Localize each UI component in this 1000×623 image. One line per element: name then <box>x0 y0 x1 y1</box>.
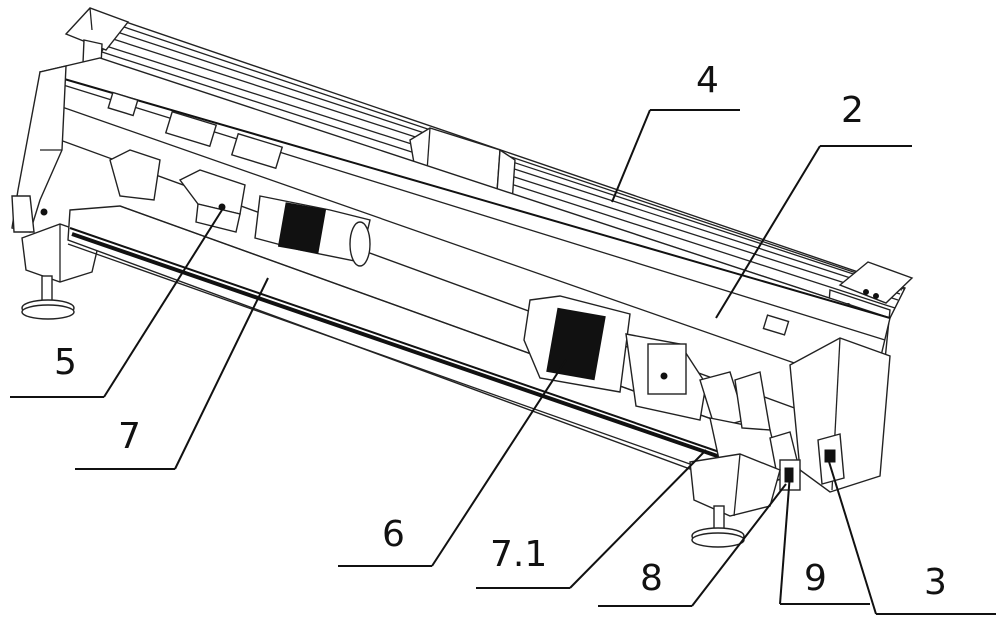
reference-numerals: 4 2 5 7 6 7.1 8 9 3 <box>54 60 947 603</box>
leader-lines <box>10 109 996 615</box>
leader-4 <box>611 109 651 203</box>
label-7-1: 7.1 <box>490 534 547 575</box>
label-2: 2 <box>841 90 864 131</box>
leader-2 <box>715 145 821 319</box>
motor-6 <box>523 295 746 429</box>
label-5: 5 <box>54 342 77 383</box>
leader-3 <box>825 451 877 615</box>
label-3: 3 <box>924 562 947 603</box>
motor-center <box>254 195 371 267</box>
leader-9 <box>779 473 791 605</box>
label-6: 6 <box>382 514 405 555</box>
leader-71 <box>569 449 707 589</box>
label-4: 4 <box>696 60 719 101</box>
label-9: 9 <box>804 558 827 599</box>
label-7: 7 <box>118 416 141 457</box>
leader-8 <box>691 483 787 607</box>
carriage-left <box>109 149 246 233</box>
leader-7 <box>174 277 269 470</box>
left-end-plate <box>11 65 67 233</box>
leader-5 <box>103 209 223 398</box>
leader-6 <box>431 359 567 567</box>
guide-rail <box>67 205 771 481</box>
label-8: 8 <box>640 558 663 599</box>
right-end-assembly <box>689 337 891 548</box>
